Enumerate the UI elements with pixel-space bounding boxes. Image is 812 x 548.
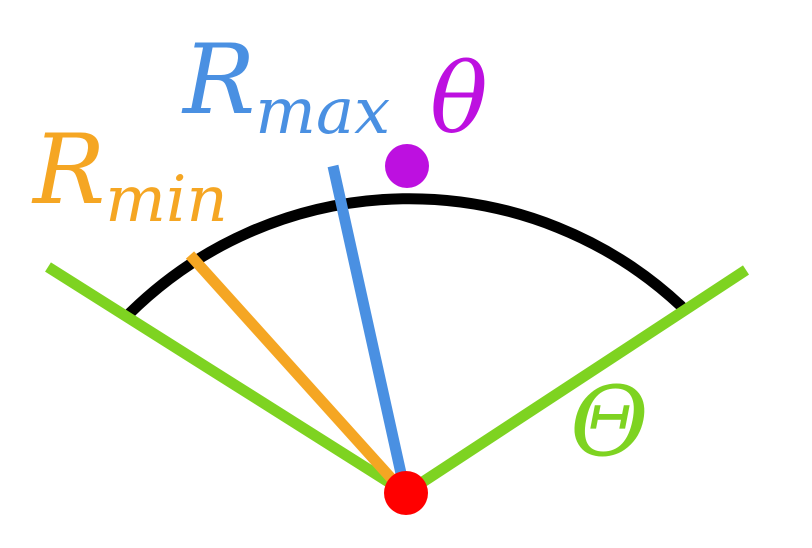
origin-point xyxy=(384,471,428,515)
right-boundary-line xyxy=(402,265,750,498)
r-max-segment xyxy=(327,164,410,489)
r-max-label-base: R xyxy=(181,24,255,136)
theta-small-label: θ xyxy=(430,43,488,155)
theta-big-label: Θ xyxy=(570,366,649,478)
r-min-label-subscript: min xyxy=(105,163,227,237)
r-min-label: Rmin xyxy=(31,114,228,237)
left-boundary-line xyxy=(45,262,409,498)
r-min-label-base: R xyxy=(31,114,105,226)
theta-point xyxy=(385,144,429,188)
r-max-label-subscript: max xyxy=(255,75,390,149)
r-min-segment xyxy=(185,251,405,492)
r-max-label: Rmax xyxy=(181,24,390,149)
